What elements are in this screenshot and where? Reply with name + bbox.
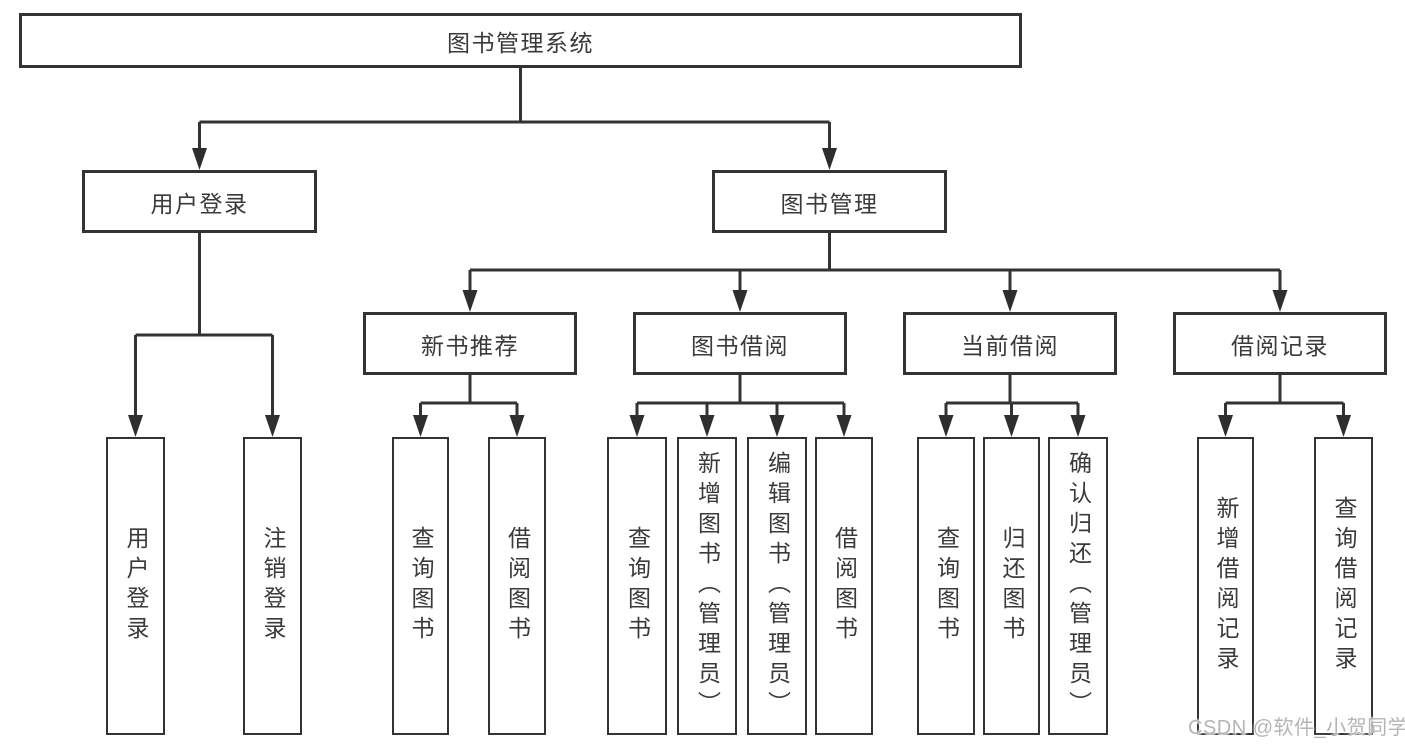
connector-current-borrowing-to-children bbox=[938, 375, 1086, 437]
node-label: 查询图书 bbox=[624, 526, 651, 646]
node-label: 查询借阅记录 bbox=[1331, 496, 1357, 676]
leaf-query-books-recommend: 查询图书 bbox=[392, 437, 449, 735]
node-label: 图书管理 bbox=[780, 190, 879, 217]
node-label: 查询图书 bbox=[408, 526, 434, 646]
leaf-confirm-return-admin: 确认归还（管理员） bbox=[1048, 437, 1108, 735]
node-label: 当前借阅 bbox=[961, 332, 1059, 359]
leaf-query-borrow-record: 查询借阅记录 bbox=[1314, 437, 1373, 735]
node-label: 借阅图书 bbox=[504, 526, 531, 646]
node-label: 新书推荐 bbox=[421, 332, 519, 359]
node-user-login: 用户登录 bbox=[82, 170, 317, 233]
leaf-logout: 注销登录 bbox=[243, 437, 302, 735]
node-label: 注销登录 bbox=[260, 526, 286, 646]
node-borrowing-records: 借阅记录 bbox=[1173, 312, 1387, 375]
connector-borrowing-records-to-children bbox=[1218, 375, 1351, 437]
node-label: 新增图书（管理员） bbox=[694, 451, 721, 721]
csdn-watermark: CSDN @软件_小贺同学 bbox=[1188, 717, 1405, 739]
connector-new-book-recommend-to-children bbox=[413, 375, 525, 437]
node-label: 用户登录 bbox=[123, 526, 149, 646]
leaf-query-books-current: 查询图书 bbox=[917, 437, 975, 735]
connector-book-borrowing-to-children bbox=[629, 375, 852, 437]
node-new-book-recommend: 新书推荐 bbox=[363, 312, 577, 375]
connector-book-management-to-level3 bbox=[462, 233, 1288, 312]
connector-user-login-to-children bbox=[128, 233, 280, 437]
node-library-management-system: 图书管理系统 bbox=[19, 13, 1022, 68]
node-label: 归还图书 bbox=[999, 526, 1025, 646]
node-label: 查询图书 bbox=[933, 526, 960, 646]
connector-root-to-level2 bbox=[192, 68, 837, 170]
node-label: 用户登录 bbox=[150, 190, 249, 217]
node-label: 图书借阅 bbox=[691, 332, 789, 359]
node-label: 借阅图书 bbox=[831, 526, 858, 646]
leaf-add-books-admin: 新增图书（管理员） bbox=[677, 437, 737, 735]
leaf-add-borrow-record: 新增借阅记录 bbox=[1197, 437, 1254, 735]
node-label: 新增借阅记录 bbox=[1213, 496, 1239, 676]
node-current-borrowing: 当前借阅 bbox=[903, 312, 1117, 375]
leaf-borrow-books: 借阅图书 bbox=[815, 437, 873, 735]
leaf-user-login: 用户登录 bbox=[106, 437, 165, 735]
node-label: 编辑图书（管理员） bbox=[764, 451, 791, 721]
node-book-management: 图书管理 bbox=[712, 170, 947, 233]
node-label: 确认归还（管理员） bbox=[1065, 451, 1092, 721]
leaf-edit-books-admin: 编辑图书（管理员） bbox=[747, 437, 807, 735]
leaf-borrow-books-recommend: 借阅图书 bbox=[488, 437, 546, 735]
leaf-return-books: 归还图书 bbox=[983, 437, 1040, 735]
leaf-query-books-borrowing: 查询图书 bbox=[607, 437, 667, 735]
node-book-borrowing: 图书借阅 bbox=[633, 312, 847, 375]
node-label: 图书管理系统 bbox=[447, 29, 594, 56]
node-label: 借阅记录 bbox=[1231, 332, 1329, 359]
